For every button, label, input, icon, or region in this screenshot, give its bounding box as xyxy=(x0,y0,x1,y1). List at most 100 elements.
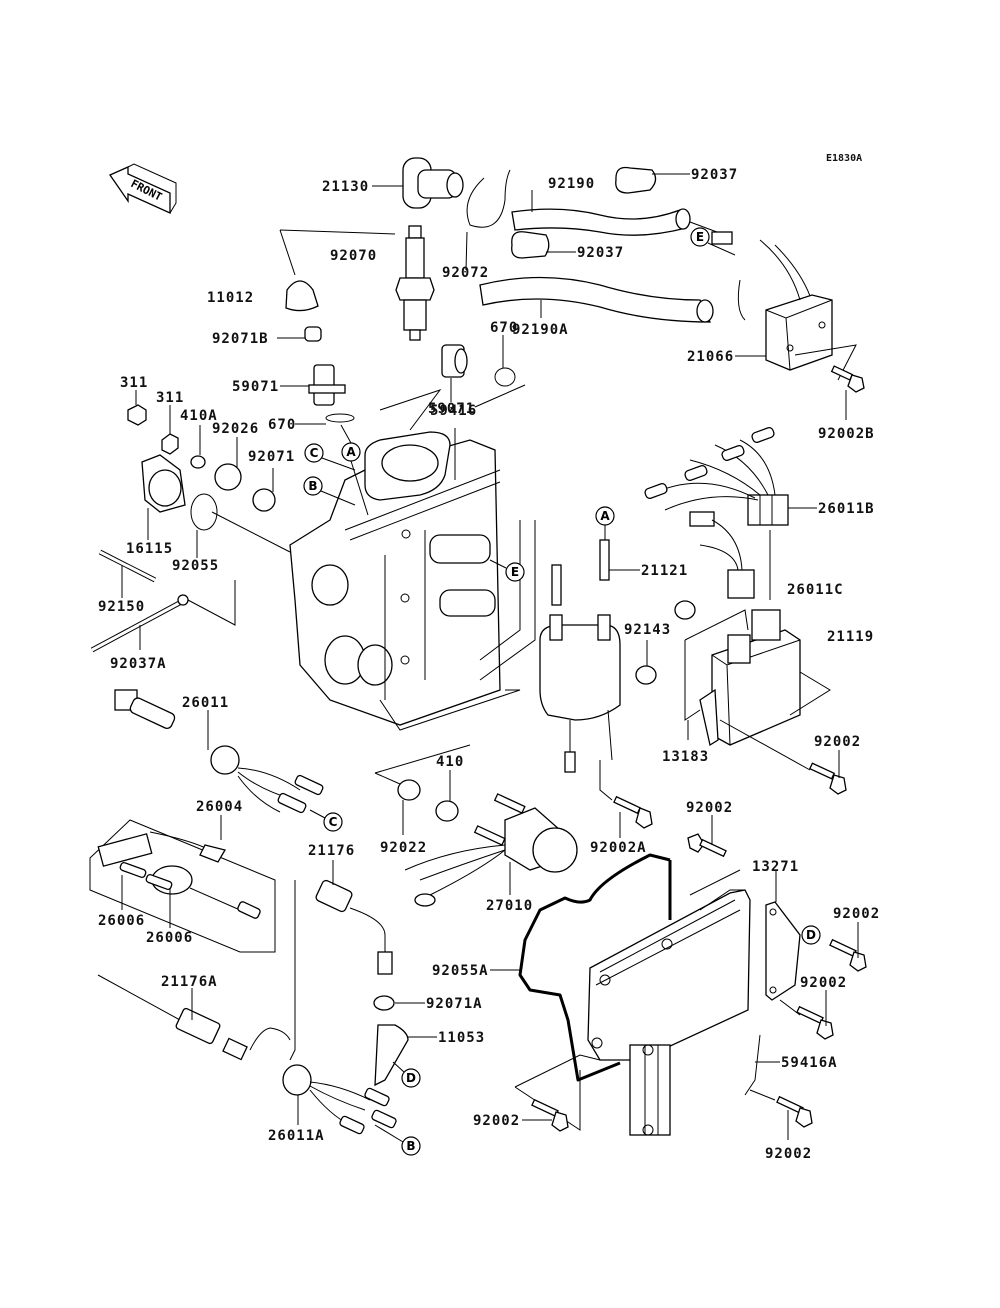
grommet-92026-part xyxy=(214,463,242,491)
plug-lead-21121-part xyxy=(551,539,610,606)
label-21176: 21176 xyxy=(308,843,355,859)
label-59416: 59416 xyxy=(430,403,477,419)
label-410A: 410A xyxy=(180,408,218,424)
label-26011C: 26011C xyxy=(787,582,844,598)
label-92070: 92070 xyxy=(330,248,377,264)
svg-text:C: C xyxy=(310,446,319,460)
label-26011A: 26011A xyxy=(268,1128,325,1144)
label-21066: 21066 xyxy=(687,349,734,365)
label-26011B: 26011B xyxy=(818,501,875,517)
label-92022: 92022 xyxy=(380,840,427,856)
label-92037-top: 92037 xyxy=(691,167,738,183)
label-311-b: 311 xyxy=(156,390,184,406)
label-92143: 92143 xyxy=(624,622,671,638)
collar-92143-b-part xyxy=(635,665,657,685)
label-92002B: 92002B xyxy=(818,426,875,442)
ref-c-top: C xyxy=(304,443,324,463)
ref-c-harness: C xyxy=(323,812,343,832)
svg-text:B: B xyxy=(308,479,317,493)
ref-a-top: A xyxy=(341,442,361,462)
label-26006-b: 26006 xyxy=(146,930,193,946)
bolt-92002-r4-part xyxy=(796,1005,834,1040)
band-92072-part xyxy=(466,169,511,228)
bolt-92002-r2-part xyxy=(687,833,727,858)
o-ring-670-top-part xyxy=(494,367,516,387)
label-59071-right: 59071 xyxy=(428,401,475,417)
cover-59416A-part xyxy=(587,889,761,1136)
washer-410A-part xyxy=(190,455,206,469)
hose-92190A-part xyxy=(479,276,712,323)
connector-kit-26004-part xyxy=(97,831,261,919)
bolt-92002-b2-part xyxy=(776,1095,813,1128)
plug-cap-part xyxy=(402,157,464,209)
starter-relay-27010-part xyxy=(404,793,578,907)
label-410: 410 xyxy=(436,754,464,770)
bolt-92002-b1-part xyxy=(531,1098,569,1132)
label-92150: 92150 xyxy=(98,599,145,615)
svg-text:E: E xyxy=(511,565,519,579)
ref-e-block: E xyxy=(505,562,525,582)
label-92026: 92026 xyxy=(212,421,259,437)
label-92055: 92055 xyxy=(172,558,219,574)
diagram-code: E1830A xyxy=(826,153,862,164)
label-670-top: 670 xyxy=(490,320,518,336)
label-21176A: 21176A xyxy=(161,974,218,990)
label-92002-b2: 92002 xyxy=(765,1146,812,1162)
fitting-59071-right-part xyxy=(441,344,468,378)
bolt-92002-r3-part xyxy=(829,938,867,972)
ref-d-bracket: D xyxy=(401,1068,421,1088)
ref-a-coil: A xyxy=(595,506,615,526)
label-670-mid: 670 xyxy=(268,417,296,433)
ref-d-cover: D xyxy=(801,925,821,945)
label-92002-r1: 92002 xyxy=(814,734,861,750)
label-13271: 13271 xyxy=(752,859,799,875)
label-26004: 26004 xyxy=(196,799,243,815)
label-92037A: 92037A xyxy=(110,656,167,672)
svg-text:E: E xyxy=(696,230,704,244)
label-92002A: 92002A xyxy=(590,840,647,856)
label-92002-r2: 92002 xyxy=(686,800,733,816)
spark-plug-part xyxy=(395,225,435,341)
collar-92143-a-part xyxy=(674,600,696,620)
bolt-92002A-part xyxy=(613,795,653,829)
harness-26011B-part xyxy=(644,427,789,526)
harness-26011A-part xyxy=(282,1064,397,1135)
label-26011: 26011 xyxy=(182,695,229,711)
bracket-11053-part xyxy=(374,1024,409,1087)
label-11053: 11053 xyxy=(438,1030,485,1046)
label-92071A: 92071A xyxy=(426,996,483,1012)
label-16115: 16115 xyxy=(126,541,173,557)
sensor-21176A-part xyxy=(97,974,291,1061)
label-92071B: 92071B xyxy=(212,331,269,347)
svg-text:A: A xyxy=(346,445,356,459)
clamp-92037-top-part xyxy=(615,166,657,194)
ref-e-regulator: E xyxy=(690,227,710,247)
svg-text:C: C xyxy=(329,815,338,829)
grommet-92071-part xyxy=(252,488,276,512)
label-92002-b1: 92002 xyxy=(473,1113,520,1129)
ref-b-harness: B xyxy=(401,1136,421,1156)
label-11012: 11012 xyxy=(207,290,254,306)
label-92072: 92072 xyxy=(442,265,489,281)
clamp-92037-mid-part xyxy=(511,231,550,259)
label-21130: 21130 xyxy=(322,179,369,195)
svg-text:D: D xyxy=(806,928,816,942)
label-92071: 92071 xyxy=(248,449,295,465)
label-92190: 92190 xyxy=(548,176,595,192)
nut-311-a-part xyxy=(127,404,147,426)
cap-11012-part xyxy=(285,280,319,312)
front-direction-arrow-icon: FRONT xyxy=(109,163,177,215)
svg-text:A: A xyxy=(600,509,610,523)
sensor-21176-part xyxy=(315,879,393,975)
label-92037-mid: 92037 xyxy=(577,245,624,261)
cylinder-block-59416-part xyxy=(289,431,501,726)
bolt-92150-part xyxy=(98,549,157,583)
svg-text:B: B xyxy=(406,1139,415,1153)
label-27010: 27010 xyxy=(486,898,533,914)
bolt-92002-r1-part xyxy=(808,762,847,795)
gasket-92055A-part xyxy=(518,853,672,1082)
fitting-59071-left-part xyxy=(308,364,346,406)
label-92190A: 92190A xyxy=(512,322,569,338)
harness-26011C-part xyxy=(689,511,755,599)
